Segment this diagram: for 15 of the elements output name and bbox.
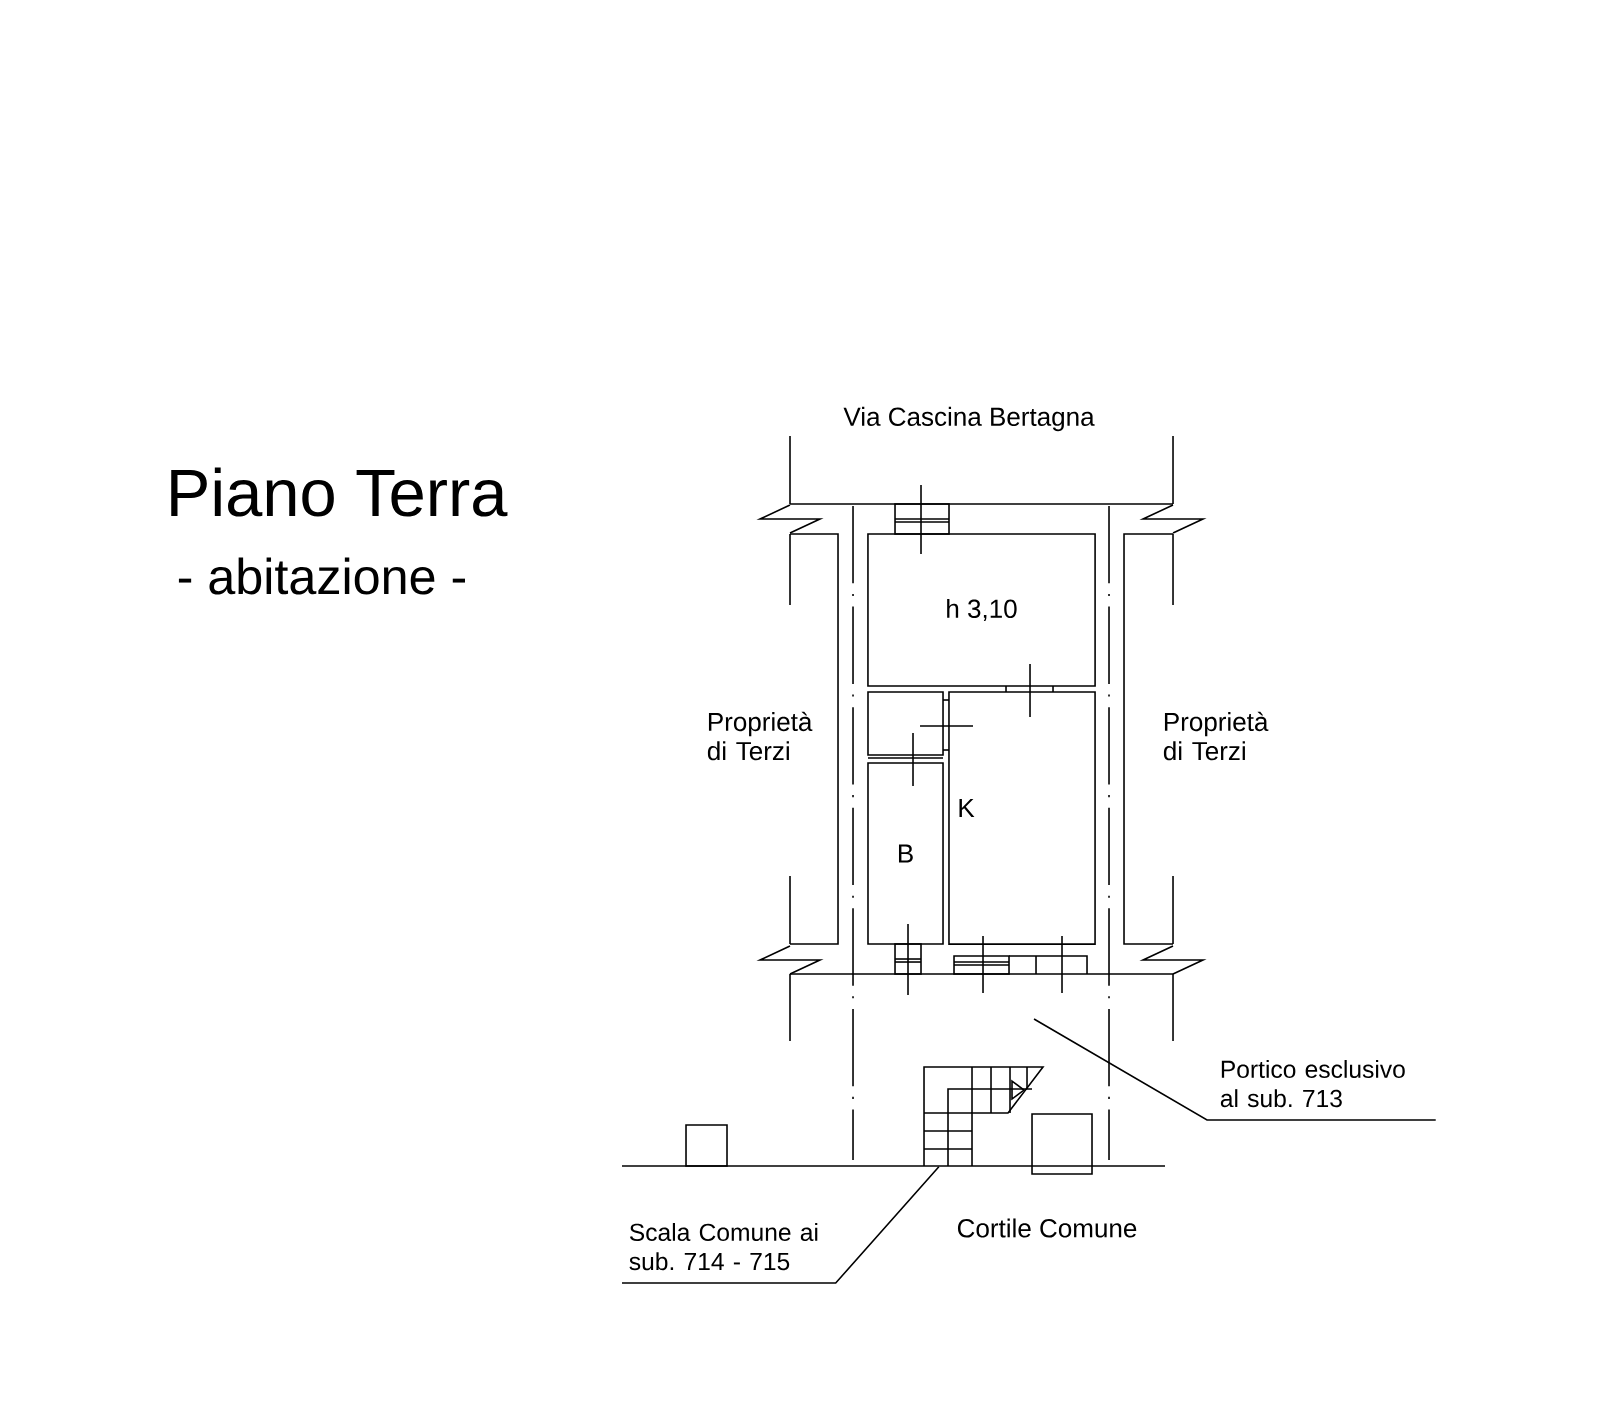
leader-text: Portico esclusivo al sub. 713 bbox=[1220, 1059, 1405, 1108]
leader-line bbox=[1033, 1018, 1437, 1121]
area-label: Proprietà di Terzi bbox=[1163, 711, 1269, 761]
subtitle: - abitazione - bbox=[178, 557, 465, 595]
room: K bbox=[948, 691, 1096, 945]
street-name: Via Cascina Bertagna bbox=[843, 406, 1095, 432]
room: B bbox=[867, 762, 944, 945]
room: h 3,10 bbox=[867, 533, 1096, 687]
room-outline bbox=[867, 691, 944, 756]
leader-text: Scala Comune ai sub. 714 - 715 bbox=[629, 1222, 818, 1271]
staircase-drawing bbox=[923, 1066, 1045, 1167]
area-label: Proprietà di Terzi bbox=[707, 711, 813, 761]
leader-line bbox=[621, 1166, 940, 1284]
area-label: Cortile Comune bbox=[957, 1218, 1137, 1238]
title: Piano Terra bbox=[171, 467, 508, 517]
